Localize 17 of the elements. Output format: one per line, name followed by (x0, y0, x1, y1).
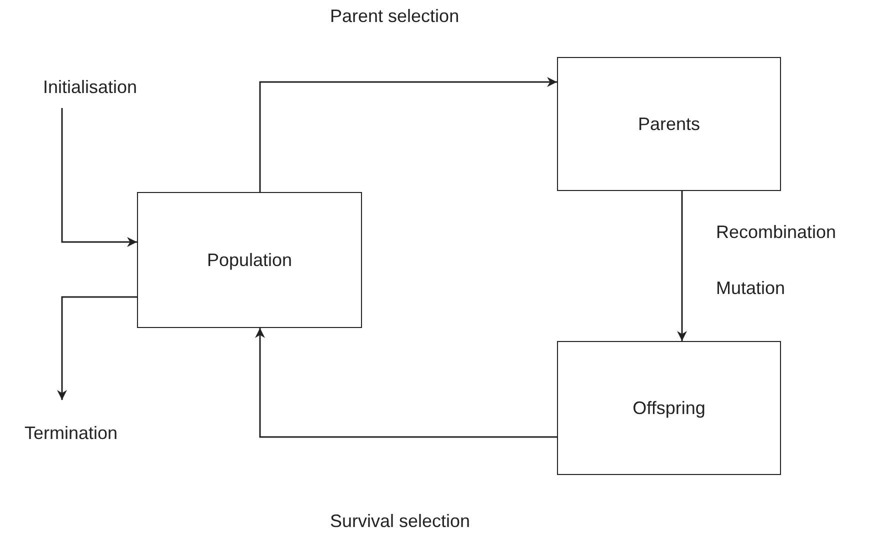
arrow (255, 328, 557, 438)
process-box (137, 192, 362, 328)
operator-label: Survival selection (330, 511, 470, 532)
stage-label: Termination (24, 422, 118, 444)
box-label: Parents (638, 114, 700, 134)
stage-label: Initialisation (42, 76, 138, 98)
process-box (557, 57, 781, 191)
operator-label: Mutation (716, 278, 786, 299)
operator-label: Parent selection (330, 6, 460, 27)
operator-label: Recombination (716, 222, 836, 243)
arrow (259, 77, 557, 192)
box-label: Population (206, 250, 292, 270)
arrow (677, 191, 687, 341)
process-box (557, 341, 781, 475)
arrow (57, 296, 137, 400)
arrow (61, 108, 137, 247)
box-label: Offspring (632, 398, 706, 418)
